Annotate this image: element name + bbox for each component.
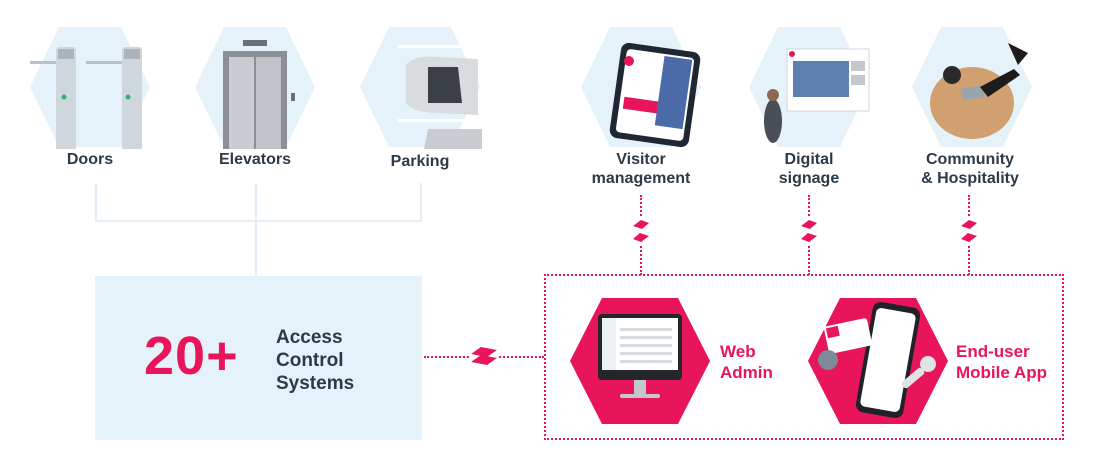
monitor-icon	[598, 314, 682, 398]
label-visitor-management: Visitor management	[591, 151, 691, 187]
signage-hexagon	[747, 25, 871, 149]
products-dotted-box	[544, 274, 1064, 440]
connector-elevators	[255, 183, 257, 276]
access-control-label: Access Control Systems	[276, 327, 355, 394]
mobile-app-label: End-user Mobile App	[956, 342, 1047, 382]
label-digital-signage: Digital signage	[778, 151, 840, 187]
access-control-box: 20+ Access Control Systems	[95, 276, 422, 440]
connector-parking	[420, 183, 422, 221]
visitor-hexagon	[579, 25, 703, 149]
mobile-app-hexagon	[806, 296, 950, 426]
web-admin-hexagon	[568, 296, 712, 426]
lounge-person-icon	[930, 43, 1028, 139]
label-parking: Parking	[390, 153, 450, 170]
link-icon-visitor	[630, 218, 652, 244]
label-doors: Doors	[66, 151, 114, 168]
mobile-phone-icon	[818, 301, 936, 419]
label-community-hospitality: Community & Hospitality	[921, 151, 1019, 187]
community-hexagon	[910, 25, 1034, 149]
turnstile-icon	[30, 47, 142, 149]
parking-hexagon	[358, 25, 482, 149]
label-elevators: Elevators	[218, 151, 292, 168]
access-control-count: 20+	[144, 326, 239, 386]
elevators-hexagon	[193, 25, 317, 149]
signage-screen-icon	[764, 48, 870, 143]
link-icon-community	[958, 218, 980, 244]
web-admin-label: Web Admin	[720, 342, 773, 382]
doors-hexagon	[28, 25, 152, 149]
connector-doors	[95, 183, 97, 221]
link-icon-acs	[469, 344, 499, 368]
tablet-visitor-icon	[609, 42, 701, 148]
parking-car-icon	[398, 45, 482, 149]
elevator-icon	[223, 40, 295, 149]
link-icon-signage	[798, 218, 820, 244]
connector-horizontal	[95, 220, 422, 222]
